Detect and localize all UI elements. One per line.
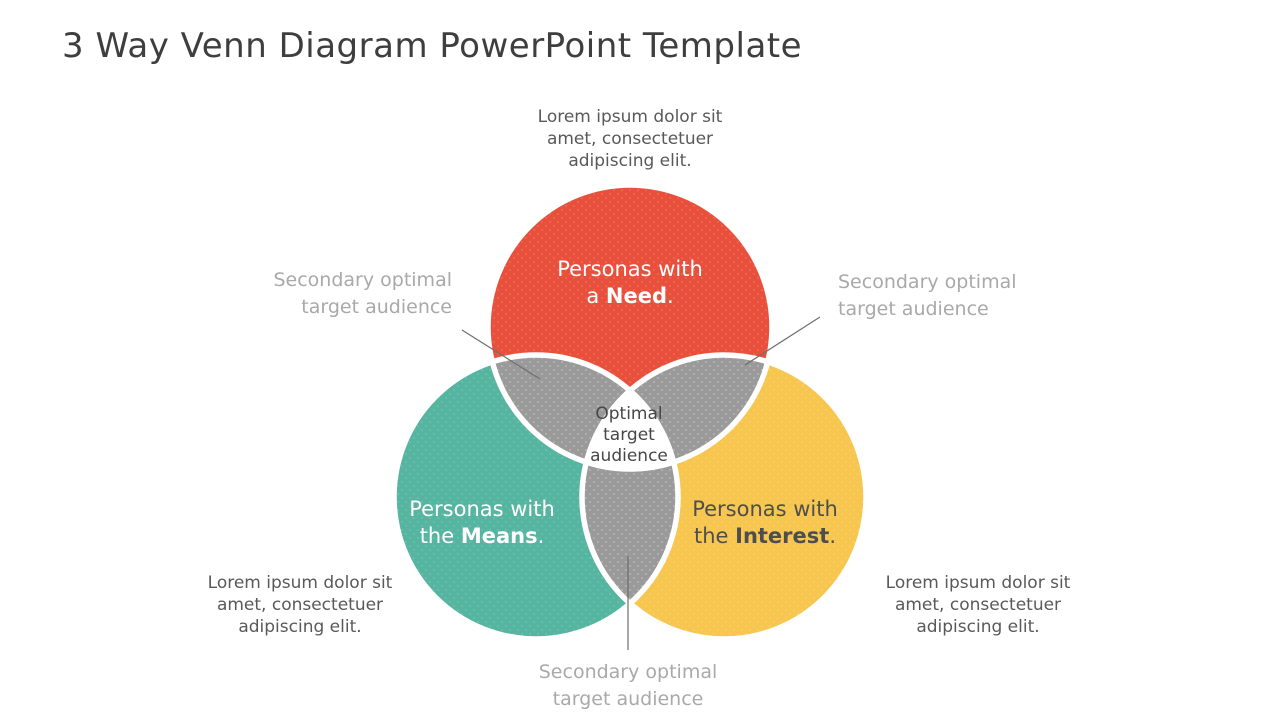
label-text: . [666, 284, 674, 308]
label-line: Optimal [595, 404, 663, 424]
note-line: Lorem ipsum dolor sit [537, 107, 723, 127]
slide-title: 3 Way Venn Diagram PowerPoint Template [62, 26, 803, 66]
center-intersection-label: Optimal target audience [590, 404, 668, 467]
secondary-line: target audience [552, 688, 704, 710]
label-line: a Need. [557, 283, 703, 310]
label-line: target [603, 425, 655, 445]
note-line: Lorem ipsum dolor sit [885, 573, 1071, 593]
label-text: the [693, 524, 736, 548]
intersection-center [582, 355, 678, 469]
secondary-label-right: Secondary optimal target audience [838, 269, 1017, 323]
secondary-label-bottom: Secondary optimal target audience [539, 659, 718, 713]
leader-line-left [461, 329, 541, 380]
note-line: adipiscing elit. [568, 151, 692, 171]
note-top: Lorem ipsum dolor sit amet, consectetuer… [538, 106, 723, 172]
label-line: Personas with [409, 497, 555, 521]
secondary-label-left: Secondary optimal target audience [273, 267, 452, 321]
note-line: adipiscing elit. [916, 617, 1040, 637]
secondary-line: Secondary optimal [538, 661, 718, 683]
note-line: Lorem ipsum dolor sit [207, 573, 393, 593]
label-keyword: Need [605, 284, 667, 308]
note-bottom-left: Lorem ipsum dolor sit amet, consectetuer… [208, 572, 393, 638]
label-keyword: Interest [735, 524, 830, 548]
secondary-line: Secondary optimal [838, 271, 1017, 293]
interest-circle-label: Personas with the Interest. [692, 496, 838, 550]
secondary-line: Secondary optimal [273, 269, 452, 291]
label-line: Personas with [557, 257, 703, 281]
need-circle-outline [485, 182, 775, 472]
label-text: a [586, 284, 606, 308]
leader-line-right [744, 316, 821, 366]
label-line: Personas with [692, 497, 838, 521]
label-text: . [537, 524, 545, 548]
label-line: audience [590, 446, 668, 466]
label-text: the [419, 524, 461, 548]
interest-circle-outline [579, 352, 869, 642]
label-line: the Interest. [692, 523, 838, 550]
means-circle-outline [391, 352, 681, 642]
label-text: . [829, 524, 837, 548]
secondary-line: target audience [838, 298, 989, 320]
need-circle-label: Personas with a Need. [557, 256, 703, 310]
secondary-line: target audience [301, 296, 452, 318]
note-line: amet, consectetuer [216, 595, 384, 615]
note-bottom-right: Lorem ipsum dolor sit amet, consectetuer… [886, 572, 1071, 638]
note-line: amet, consectetuer [546, 129, 714, 149]
note-line: amet, consectetuer [894, 595, 1062, 615]
label-line: the Means. [409, 523, 555, 550]
label-keyword: Means [460, 524, 538, 548]
means-circle-label: Personas with the Means. [409, 496, 555, 550]
note-line: adipiscing elit. [238, 617, 362, 637]
